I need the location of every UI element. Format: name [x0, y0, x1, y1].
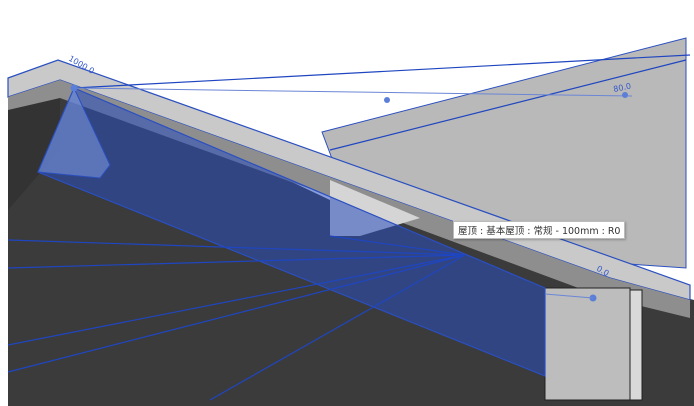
grip-right[interactable]: [622, 92, 628, 98]
column[interactable]: [629, 289, 643, 401]
wall-block[interactable]: [544, 287, 631, 401]
dimension-line: [73, 87, 633, 97]
dimension-right-top[interactable]: 80.0: [613, 81, 632, 94]
dimension-line-bottom: [544, 293, 594, 299]
selection-edges: [7, 54, 691, 401]
element-tooltip: 屋顶 : 基本屋顶 : 常规 - 100mm : R0: [453, 221, 626, 239]
grip-middle[interactable]: [384, 97, 390, 103]
grip-left[interactable]: [70, 84, 78, 92]
selected-end-face: [37, 86, 111, 179]
